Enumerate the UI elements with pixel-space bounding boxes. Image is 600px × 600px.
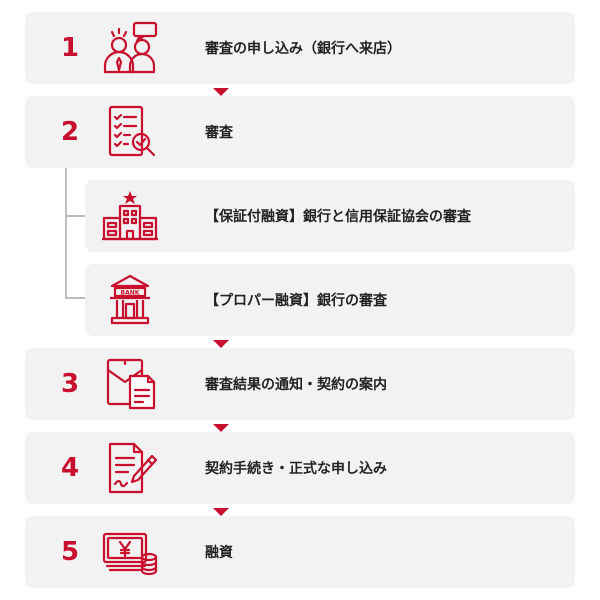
step-number: 2 bbox=[60, 117, 80, 147]
step-1-card: 1 審査の申し込み（銀行へ来店） bbox=[25, 12, 575, 84]
sub-step-guaranteed-loan-card: 【保証付融資】銀行と信用保証協会の審査 bbox=[85, 180, 575, 252]
step-5-card: 5 融資 bbox=[25, 516, 575, 588]
step-label: 融資 bbox=[205, 545, 233, 561]
step-label: 契約手続き・正式な申し込み bbox=[205, 461, 387, 477]
step-3-card: 3 審査結果の通知・契約の案内 bbox=[25, 348, 575, 420]
flow-arrow bbox=[213, 424, 229, 432]
contract-pen-icon bbox=[100, 440, 160, 496]
flow-arrow bbox=[213, 340, 229, 348]
step-number: 4 bbox=[60, 453, 80, 483]
flow-arrow bbox=[213, 508, 229, 516]
step-number: 5 bbox=[60, 537, 80, 567]
consultation-icon bbox=[100, 20, 160, 76]
sub-step-label: 【保証付融資】銀行と信用保証協会の審査 bbox=[205, 209, 471, 225]
envelope-document-icon bbox=[100, 356, 160, 412]
step-label: 審査 bbox=[205, 125, 233, 141]
step-2-card: 2 審査 bbox=[25, 96, 575, 168]
sub-step-label: 【プロパー融資】銀行の審査 bbox=[205, 293, 387, 309]
step-number: 1 bbox=[60, 33, 80, 63]
sub-step-proper-loan-card: BANK 【プロパー融資】銀行の審査 bbox=[85, 264, 575, 336]
money-coins-icon bbox=[100, 524, 160, 580]
guarantee-building-icon bbox=[100, 188, 160, 244]
step-label: 審査の申し込み（銀行へ来店） bbox=[205, 41, 401, 57]
step-label: 審査結果の通知・契約の案内 bbox=[205, 377, 387, 393]
flow-arrow bbox=[213, 88, 229, 96]
bank-sign-text: BANK bbox=[121, 290, 140, 297]
checklist-review-icon bbox=[100, 104, 160, 160]
sub-step-connector-vertical bbox=[65, 168, 67, 298]
bank-building-icon: BANK bbox=[100, 272, 160, 328]
sub-step-connector-branch-2 bbox=[65, 297, 85, 299]
sub-step-connector-branch-1 bbox=[65, 215, 85, 217]
step-4-card: 4 契約手続き・正式な申し込み bbox=[25, 432, 575, 504]
step-number: 3 bbox=[60, 369, 80, 399]
